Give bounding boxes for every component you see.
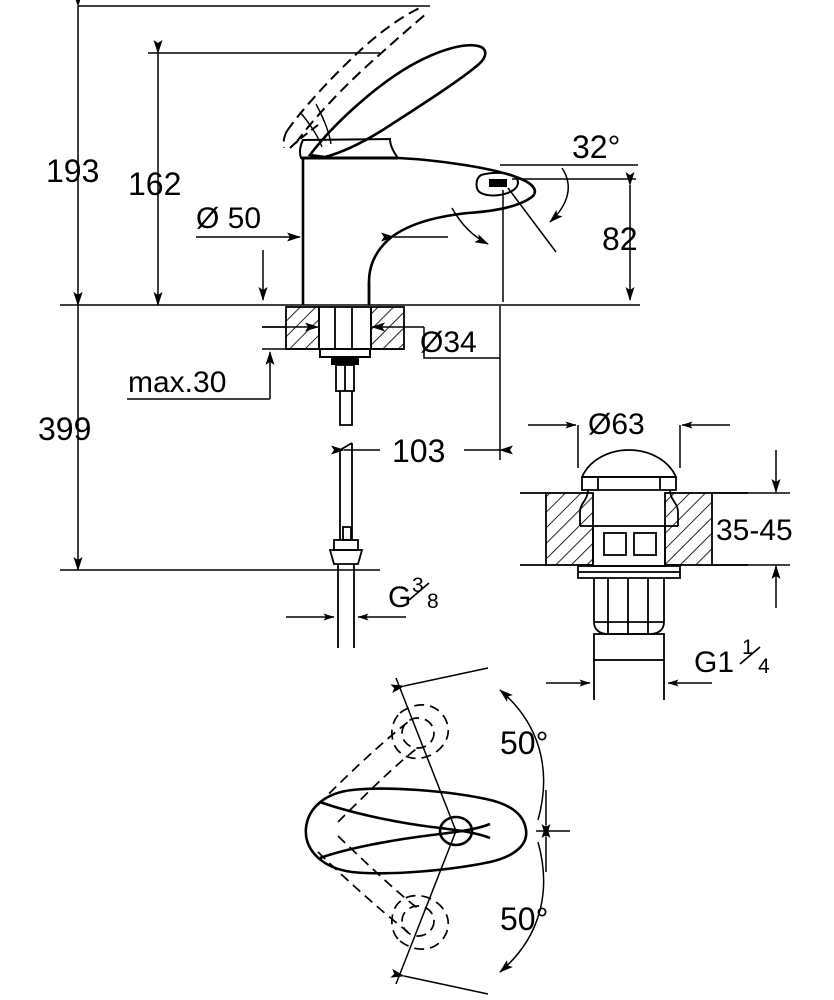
dimension-label-thread-g38-letter: G (388, 581, 411, 614)
lever-crease-a (315, 103, 332, 145)
dimension-label-diameter-63: Ø63 (588, 408, 645, 441)
basin-deck-section (262, 306, 405, 350)
dimension-label-82: 82 (602, 221, 638, 257)
dimension-outlet-height (512, 172, 636, 301)
dimension-outlet-angle (451, 164, 638, 302)
dimension-label-diameter-50: Ø 50 (196, 202, 261, 235)
fraction-slash-g38 (408, 582, 430, 601)
dimension-drain-flange-diameter (528, 421, 730, 468)
dimension-deck-thickness-range (712, 450, 790, 608)
fraction-slash-g114 (739, 646, 761, 665)
dimension-label-diameter-34: Ø34 (420, 326, 477, 359)
lever-handle (307, 44, 487, 159)
dimension-spout-reach (331, 306, 513, 460)
dimension-shank-diameter (262, 322, 500, 359)
lever-crease-b (299, 111, 323, 148)
lever-raised-hinge (289, 124, 319, 149)
dimension-label-162: 162 (128, 166, 181, 202)
dimension-label-thread-g114-letter: G1 (694, 646, 734, 679)
mounting-shank (318, 306, 372, 426)
dimension-max-deck-thickness (127, 351, 275, 400)
lever-neutral-solid (304, 787, 528, 875)
lever-raised-phantom (282, 5, 427, 149)
lever-phantom-up (317, 704, 450, 823)
dimension-label-103: 103 (392, 433, 445, 469)
lever-rotation-top-view (304, 704, 528, 950)
dimension-label-max30: max.30 (128, 366, 226, 399)
dimension-label-thread-g38-denominator: 8 (427, 590, 439, 613)
supply-hose (328, 442, 364, 648)
dimension-label-thread-g114-denominator: 4 (758, 655, 770, 678)
dimension-label-swivel-up: 50° (500, 725, 548, 761)
dimension-label-thread-g38-numerator: 3 (412, 574, 424, 597)
pop-up-drain-section (520, 449, 748, 700)
dimension-label-thread-g114-numerator: 1 (742, 636, 754, 659)
dimension-swivel-down (390, 824, 551, 995)
dimension-label-193: 193 (46, 153, 99, 189)
dimension-label-swivel-down: 50° (500, 901, 548, 937)
dimension-swivel-up (390, 667, 570, 838)
dimension-label-35-45: 35-45 (716, 514, 793, 547)
dimension-body-diameter (196, 232, 448, 301)
aerator-outlet (475, 171, 519, 197)
dimension-label-399: 399 (38, 411, 91, 447)
dimension-label-angle-32: 32° (572, 129, 620, 165)
